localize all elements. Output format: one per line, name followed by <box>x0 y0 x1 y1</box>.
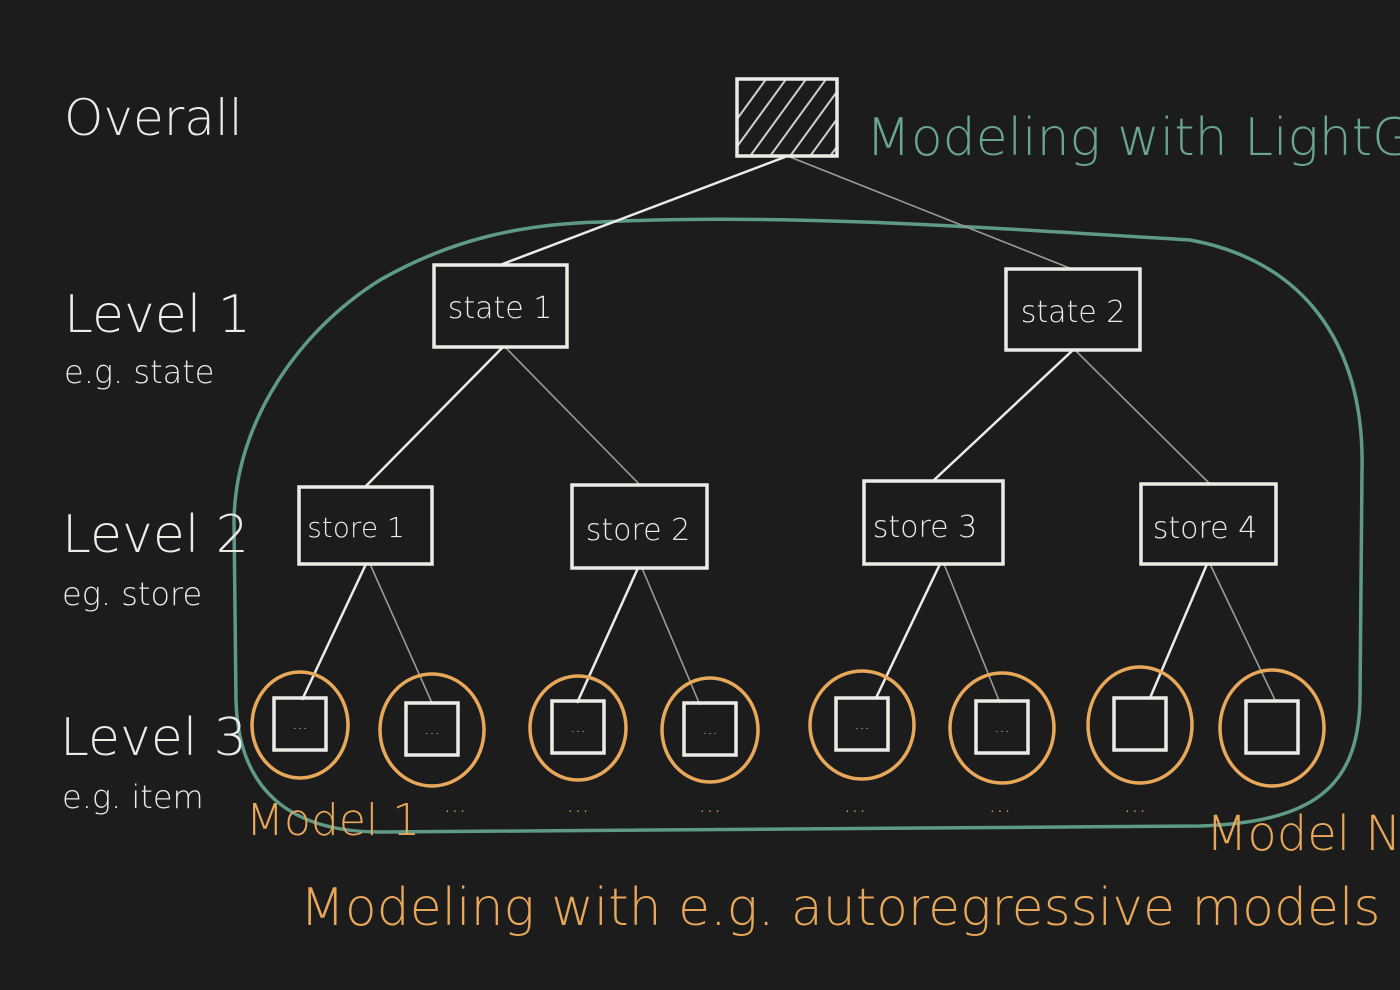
item-box <box>682 701 738 757</box>
lower-levels-boundary <box>232 217 1364 834</box>
item-node: ... <box>378 672 486 788</box>
ellipsis-marker: ... <box>989 790 1012 818</box>
state-node: state 2 <box>1004 267 1142 352</box>
model-ring <box>250 670 350 780</box>
item-node: ... <box>948 671 1056 785</box>
item-nodes: .................................... <box>250 665 1326 818</box>
store-label: store 3 <box>873 510 978 545</box>
store-node: store 3 <box>862 479 1005 566</box>
level2-example: eg. store <box>62 575 202 613</box>
overall-node <box>735 77 839 158</box>
model-ring <box>1218 668 1326 788</box>
item-box <box>1112 696 1168 752</box>
store-node: store 2 <box>570 483 709 570</box>
model-ring <box>808 669 916 781</box>
level2-label: Level 2 <box>62 505 249 565</box>
ellipsis-marker: ... <box>844 790 867 818</box>
item-box <box>404 701 460 757</box>
ellipsis-marker: ... <box>444 790 467 818</box>
item-box <box>834 696 890 752</box>
overall-label: Overall <box>64 89 243 147</box>
item-placeholder: ... <box>854 714 869 733</box>
item-placeholder: ... <box>292 714 307 733</box>
level1-label: Level 1 <box>64 285 251 345</box>
item-node <box>1218 668 1326 788</box>
item-box <box>272 696 328 752</box>
ellipsis-marker: ... <box>567 790 590 818</box>
item-box <box>1244 699 1300 755</box>
store-label: store 2 <box>586 513 691 548</box>
model-ring <box>378 672 486 788</box>
store-node: store 1 <box>297 485 434 566</box>
autoregressive-annotation: Modeling with e.g. autoregressive models <box>300 878 1381 938</box>
item-node: ... <box>528 674 628 782</box>
level3-example: e.g. item <box>62 778 204 816</box>
state-label: state 2 <box>1021 295 1126 330</box>
state-node: state 1 <box>432 263 569 349</box>
item-placeholder: ... <box>570 717 585 736</box>
ellipsis-marker: ... <box>699 790 722 818</box>
model-1-label: Model 1 <box>246 795 420 846</box>
level1-example: e.g. state <box>64 353 214 391</box>
item-placeholder: ... <box>702 719 717 738</box>
model-ring <box>660 676 760 784</box>
item-placeholder: ... <box>994 717 1009 736</box>
lightgbm-annotation: Modeling with LightGBM <box>866 108 1400 168</box>
store-label: store 1 <box>307 511 405 544</box>
item-node: ... <box>250 670 350 780</box>
item-box <box>550 699 606 755</box>
ellipsis-marker: ... <box>1124 790 1147 818</box>
model-n-label: Model N <box>1206 806 1400 862</box>
tree-edges <box>300 155 1276 706</box>
store-label: store 4 <box>1153 511 1258 546</box>
model-ring <box>948 671 1056 785</box>
item-node: ... <box>808 669 916 781</box>
state-label: state 1 <box>448 291 553 326</box>
item-placeholder: ... <box>424 719 439 738</box>
model-ring <box>528 674 628 782</box>
item-node <box>1086 665 1194 785</box>
store-node: store 4 <box>1139 482 1278 566</box>
item-node: ... <box>660 676 760 784</box>
model-ring <box>1086 665 1194 785</box>
level3-label: Level 3 <box>60 708 247 768</box>
item-box <box>974 699 1030 755</box>
